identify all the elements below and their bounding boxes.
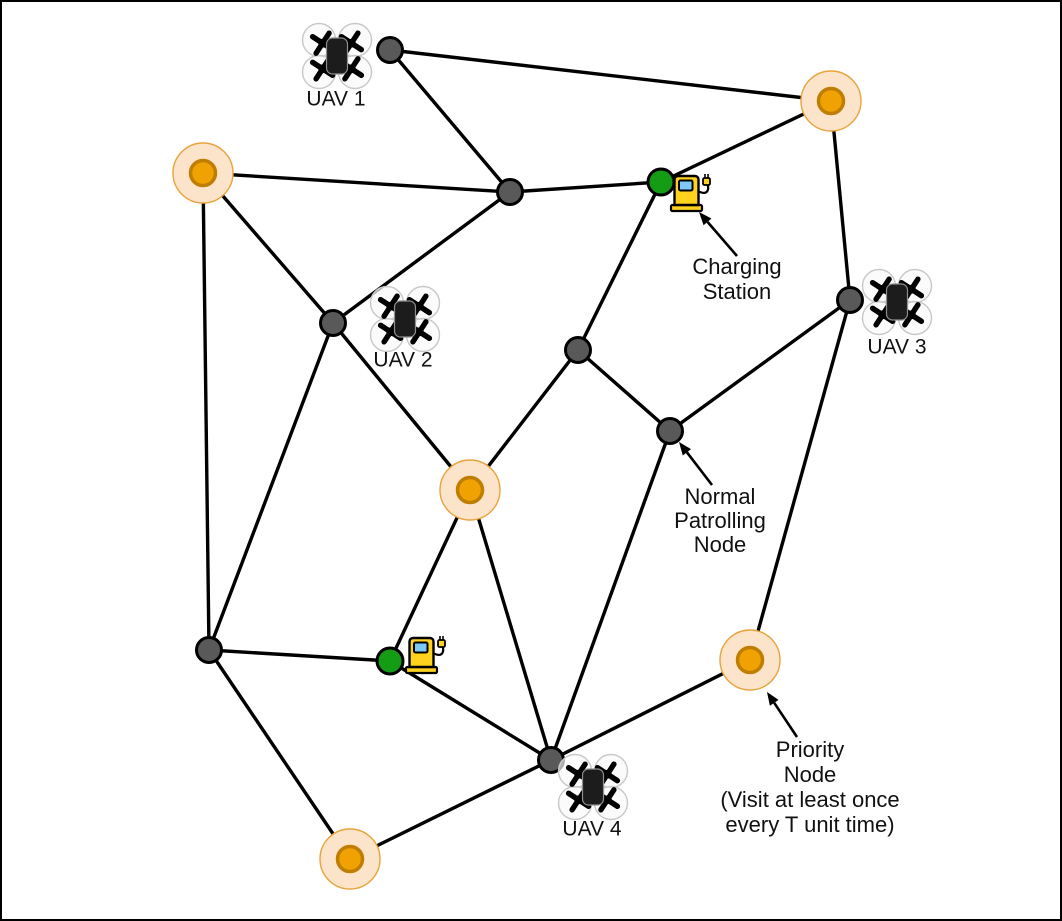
graph-edge	[348, 758, 553, 861]
uav-icon	[557, 753, 629, 821]
graph-edge	[207, 648, 352, 861]
edges-layer	[201, 48, 852, 861]
rotor-hub	[907, 310, 916, 320]
charging-station-node	[375, 646, 405, 676]
graph-edge	[748, 298, 852, 662]
uav-label: UAV 1	[306, 88, 365, 111]
graph-edge	[331, 190, 512, 325]
rotor-hub	[574, 795, 583, 805]
graph-edge	[549, 658, 752, 762]
patrol-node	[564, 336, 592, 364]
graph-edge	[659, 99, 833, 184]
graph-edge	[207, 321, 335, 652]
annotation-text: Node	[694, 532, 747, 557]
annotation-text: every T unit time)	[725, 812, 894, 837]
rotor-hub	[386, 301, 395, 311]
rotor-hub	[603, 795, 612, 805]
uav-icon	[369, 285, 441, 353]
graph-edge	[549, 429, 672, 762]
graph-edge	[468, 488, 553, 762]
annotation-arrow	[773, 702, 799, 738]
drone-body	[325, 37, 349, 75]
rotor-hub	[574, 769, 583, 779]
annotation-arrowhead	[679, 442, 692, 456]
annotation-arrowhead	[699, 212, 712, 226]
priority-node	[455, 475, 485, 505]
drone-body	[393, 300, 417, 338]
drone-body	[581, 768, 605, 806]
rotor-hub	[415, 301, 424, 311]
rotor-hub	[603, 769, 612, 779]
annotation-arrow	[685, 451, 714, 486]
pump-plug	[437, 639, 446, 648]
rotor-hub	[386, 327, 395, 337]
priority-node	[816, 86, 846, 116]
priority-node	[188, 158, 218, 188]
rotor-hub	[415, 327, 424, 337]
annotation-text: Priority	[776, 737, 844, 762]
rotor-hub	[878, 284, 887, 294]
rotor-hub	[347, 64, 356, 74]
uav-label: UAV 3	[867, 336, 926, 359]
uav-label: UAV 2	[373, 349, 432, 372]
annotation-text: Node	[784, 762, 837, 787]
annotation-text: (Visit at least once	[720, 787, 899, 812]
annotation-arrow	[706, 220, 738, 257]
annotation-text: Patrolling	[674, 508, 766, 533]
patrol-node	[656, 417, 684, 445]
graph-edge	[201, 171, 335, 325]
patrol-node	[496, 178, 524, 206]
annotation-arrowhead	[767, 692, 779, 706]
graph-edge	[201, 171, 512, 194]
drone-body	[885, 283, 909, 321]
graph-edge	[576, 348, 672, 433]
nodes-layer	[172, 36, 864, 890]
graph-edge	[388, 488, 472, 663]
graph-edge	[668, 298, 852, 433]
rotor-hub	[347, 38, 356, 48]
priority-node	[335, 844, 365, 874]
rotor-hub	[318, 38, 327, 48]
graph-edge	[388, 48, 512, 194]
pump-plug	[702, 177, 711, 186]
uav-icon	[861, 268, 933, 336]
rotor-hub	[318, 64, 327, 74]
patrol-node	[195, 636, 223, 664]
annotation-text: Station	[703, 279, 772, 304]
pump-screen	[678, 179, 694, 192]
graph-edge	[331, 321, 472, 492]
graph-edge	[829, 99, 852, 302]
fuel-pump-icon	[669, 174, 711, 213]
graph-edge	[201, 171, 211, 652]
patrol-node	[319, 309, 347, 337]
annotation-text: Charging	[692, 254, 781, 279]
graph-edge	[207, 648, 392, 663]
priority-node	[735, 645, 765, 675]
graph-edge	[388, 48, 833, 103]
annotation-text: Normal	[685, 484, 756, 509]
graph-edge	[508, 180, 663, 194]
uav-icon	[301, 22, 373, 90]
pump-screen	[413, 641, 429, 654]
charging-station-node	[646, 167, 676, 197]
graph-edge	[388, 659, 553, 762]
patrol-node	[836, 286, 864, 314]
patrol-node	[376, 36, 404, 64]
rotor-hub	[907, 284, 916, 294]
rotor-hub	[878, 310, 887, 320]
uav-label: UAV 4	[562, 818, 621, 841]
graph-edge	[576, 180, 663, 352]
fuel-pump-icon	[404, 636, 446, 675]
